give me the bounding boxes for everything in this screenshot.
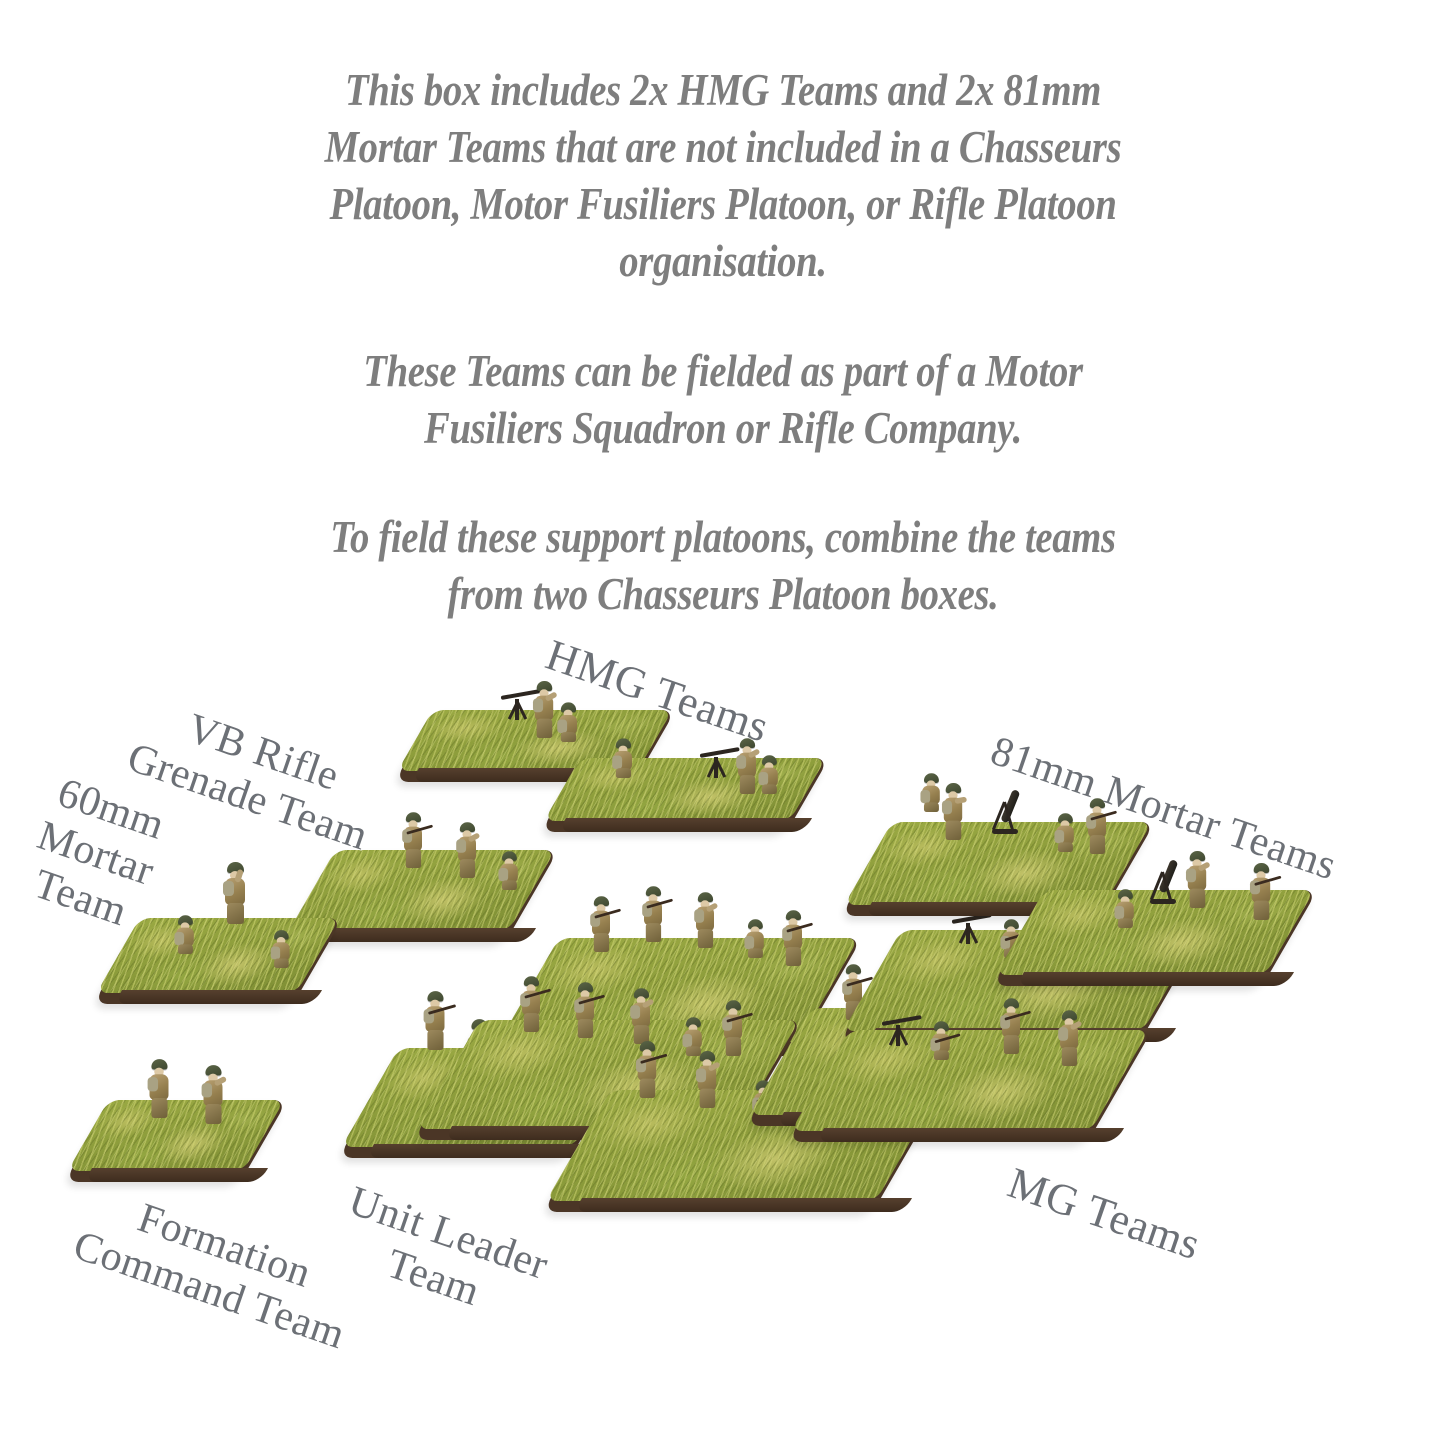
miniature-figure: [781, 910, 814, 966]
miniature-figure: [629, 988, 655, 1044]
miniature-figure: [758, 755, 781, 794]
rifle-team-base-2: [413, 976, 803, 1140]
miniature-figure: [222, 862, 248, 924]
miniature-figure: [519, 976, 552, 1032]
miniature-figure: [498, 851, 521, 890]
base-rim: [557, 818, 813, 832]
miniature-figure: [556, 702, 579, 742]
miniature-figure: [1054, 813, 1077, 852]
base-turf: [790, 1030, 1150, 1131]
81mm-mortar-weapon: [1144, 858, 1184, 904]
miniatures-diorama: HMG Teams VB Rifle Grenade Team 60mm Mor…: [0, 600, 1445, 1380]
miniature-figure: [270, 930, 292, 968]
hmg-weapon: [500, 689, 547, 720]
description-paragraph-3: To field these support platoons, combine…: [329, 511, 1116, 619]
miniature-figure: [920, 773, 943, 812]
miniature-figure: [1185, 850, 1211, 908]
callout-formation-command-team: Formation Command Team: [67, 1194, 351, 1359]
mg-weapon: [881, 1015, 928, 1046]
mg-team-base-2: [787, 998, 1153, 1142]
miniature-figure: [611, 738, 634, 778]
miniature-figure: [1114, 889, 1137, 928]
miniature-figure: [147, 1059, 172, 1118]
rifle-team-base-1: [493, 886, 863, 1056]
hmg-team-base-1: [394, 680, 676, 782]
miniature-figure: [682, 1017, 705, 1056]
miniature-figure: [941, 782, 968, 840]
81mm-mortar-team-base-2: [992, 850, 1318, 986]
description-paragraph-1: This box includes 2x HMG Teams and 2x 81…: [324, 65, 1121, 287]
callout-unit-leader-team: Unit Leader Team: [343, 1178, 554, 1316]
miniature-figure: [1057, 1010, 1083, 1066]
miniature-figure: [401, 812, 434, 868]
miniature-figure: [423, 991, 457, 1050]
base-rim: [113, 990, 323, 1004]
miniature-figure: [635, 1040, 668, 1098]
miniature-figure: [695, 1050, 721, 1108]
miniature-figure: [573, 982, 606, 1038]
base-rim: [1015, 972, 1295, 986]
base-rim: [365, 1144, 607, 1158]
60mm-mortar-team-base: [93, 862, 343, 1004]
miniature-figure: [693, 892, 719, 948]
box-contents-description: This box includes 2x HMG Teams and 2x 81…: [0, 62, 1445, 623]
miniature-figure: [1249, 862, 1282, 920]
81mm-mortar-weapon: [986, 788, 1026, 834]
miniature-figure: [455, 822, 481, 878]
base-rim: [83, 1168, 269, 1182]
81mm-mortar-team-base-1: [840, 773, 1156, 916]
miniature-figure: [999, 998, 1032, 1054]
miniature-figure: [744, 919, 767, 958]
miniature-figure: [721, 1000, 754, 1056]
miniature-figure: [532, 680, 558, 738]
base-rim: [573, 1198, 913, 1212]
mg-weapon: [951, 913, 998, 944]
miniature-figure: [641, 886, 674, 942]
description-paragraph-2: These Teams can be fielded as part of a …: [362, 345, 1083, 453]
miniature-figure: [930, 1021, 961, 1060]
miniature-figure: [201, 1065, 228, 1124]
base-turf: [543, 758, 827, 821]
callout-mg-teams: MG Teams: [1002, 1158, 1207, 1270]
miniature-figure: [589, 896, 622, 952]
hmg-team-base-2: [540, 738, 830, 832]
hmg-weapon: [699, 747, 746, 778]
vb-rifle-grenade-team-base: [285, 812, 559, 942]
miniature-figure: [735, 738, 761, 794]
base-rim: [307, 928, 537, 942]
callout-60mm-mortar-team: 60mm Mortar Team: [28, 769, 171, 936]
miniature-figure: [1085, 798, 1118, 854]
base-rim: [815, 1128, 1125, 1142]
formation-command-team-base: [64, 1059, 288, 1182]
miniature-figure: [174, 915, 197, 954]
